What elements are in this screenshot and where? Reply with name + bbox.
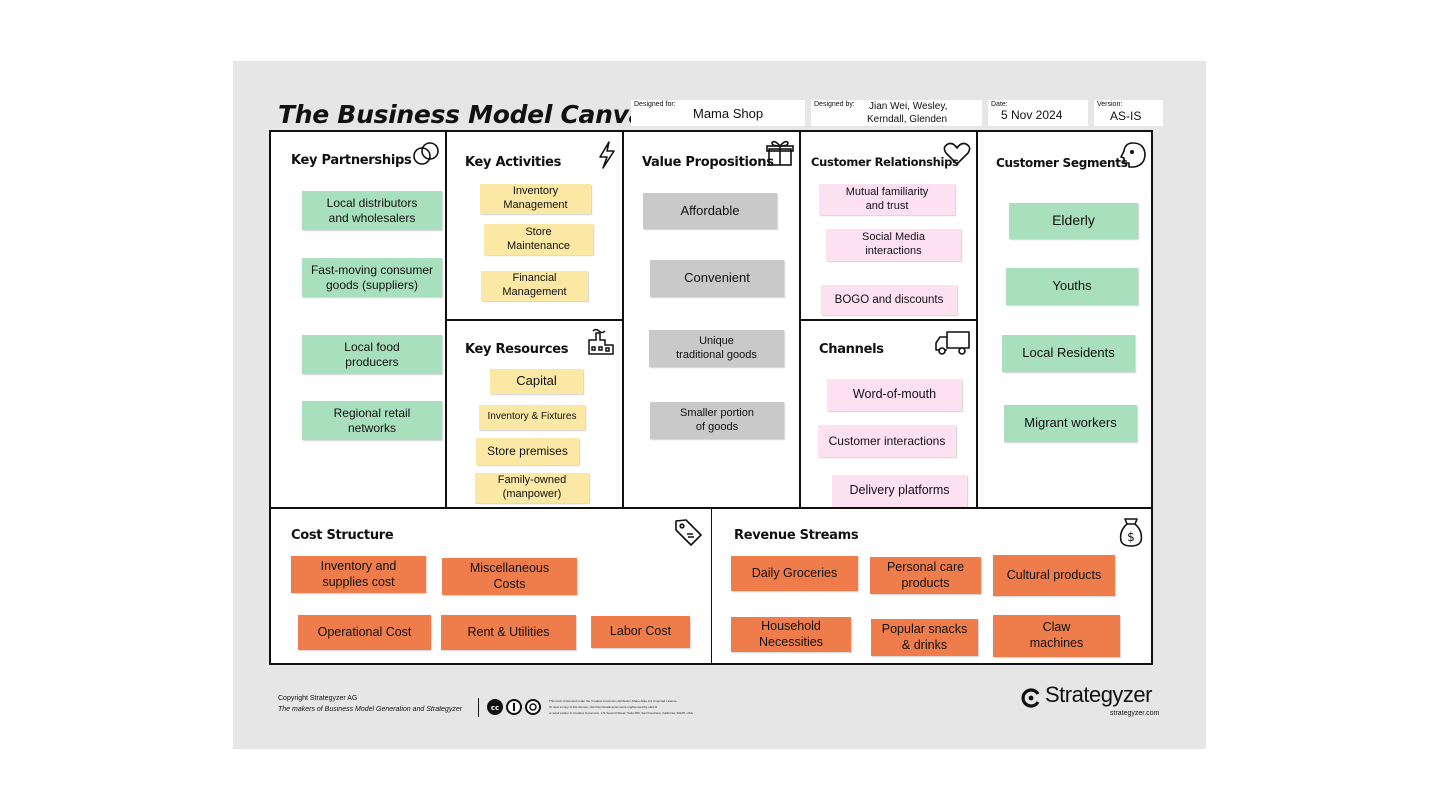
- note-key-activity[interactable]: Store Maintenance: [484, 224, 593, 255]
- note-key-partnership[interactable]: Regional retail networks: [302, 401, 442, 440]
- license-line-1: This work is licensed under the Creative…: [549, 699, 678, 703]
- note-revenue[interactable]: Daily Groceries: [731, 556, 858, 591]
- block-key-resources: Key Resources: [447, 321, 624, 509]
- brand-name: Strategyzer: [1045, 682, 1153, 707]
- designed-by-field[interactable]: Designed by: Jian Wei, Wesley, Kerndall,…: [811, 100, 982, 126]
- note-revenue[interactable]: Household Necessities: [731, 617, 851, 652]
- note-revenue[interactable]: Claw machines: [993, 615, 1120, 657]
- block-key-activities: Key Activities: [447, 132, 624, 321]
- note-channel[interactable]: Customer interactions: [818, 425, 956, 457]
- block-key-partnerships: Key Partnerships: [271, 132, 447, 509]
- note-key-partnership[interactable]: Fast-moving consumer goods (suppliers): [302, 258, 442, 297]
- date-field[interactable]: Date: 5 Nov 2024: [988, 100, 1088, 126]
- note-cost[interactable]: Labor Cost: [591, 616, 690, 648]
- note-customer-relationship[interactable]: BOGO and discounts: [821, 285, 957, 315]
- designed-for-label: Designed for:: [634, 101, 676, 108]
- note-value-proposition[interactable]: Unique traditional goods: [649, 330, 784, 367]
- price-tag-icon: [675, 519, 702, 546]
- key-partnerships-title: Key Partnerships: [291, 153, 412, 168]
- revenue-streams-title: Revenue Streams: [734, 528, 859, 543]
- version-label: Version:: [1097, 101, 1123, 108]
- date-label: Date:: [991, 101, 1008, 108]
- copyright-text: Copyright Strategyzer AG: [278, 695, 358, 702]
- note-customer-relationship[interactable]: Social Media interactions: [826, 229, 961, 261]
- designed-by-line1: Jian Wei, Wesley,: [869, 101, 948, 112]
- version-value: AS-IS: [1110, 109, 1142, 123]
- channels-title: Channels: [819, 342, 884, 357]
- designed-for-value: Mama Shop: [693, 106, 764, 121]
- factory-icon: [588, 328, 614, 355]
- block-revenue-streams: Revenue Streams $: [712, 509, 1151, 663]
- note-revenue[interactable]: Personal care products: [870, 557, 981, 594]
- note-value-proposition[interactable]: Convenient: [650, 260, 784, 297]
- customer-relationships-title: Customer Relationships: [811, 155, 959, 169]
- designed-for-field[interactable]: Designed for: Mama Shop: [631, 100, 805, 126]
- link-icon: [413, 142, 439, 165]
- note-customer-relationship[interactable]: Mutual familiarity and trust: [819, 184, 955, 215]
- note-revenue[interactable]: Cultural products: [993, 555, 1115, 596]
- key-resources-title: Key Resources: [465, 342, 569, 357]
- note-key-resource[interactable]: Inventory & Fixtures: [479, 405, 585, 430]
- note-value-proposition[interactable]: Smaller portion of goods: [650, 402, 784, 439]
- face-icon: [1120, 142, 1146, 168]
- note-key-resource[interactable]: Family-owned (manpower): [475, 473, 589, 503]
- version-field[interactable]: Version: AS-IS: [1094, 100, 1163, 126]
- note-cost[interactable]: Miscellaneous Costs: [442, 558, 577, 595]
- block-cost-structure: Cost Structure: [271, 509, 712, 663]
- note-key-activity[interactable]: Inventory Management: [480, 184, 591, 214]
- strategyzer-logo-icon: [1021, 688, 1040, 708]
- note-revenue[interactable]: Popular snacks & drinks: [871, 619, 978, 656]
- block-customer-segments: Customer Segments: [978, 132, 1151, 509]
- customer-segments-title: Customer Segments: [996, 156, 1128, 170]
- note-customer-segment[interactable]: Migrant workers: [1004, 405, 1137, 442]
- designed-by-line2: Kerndall, Glenden: [867, 114, 948, 125]
- svg-text:$: $: [1127, 530, 1135, 544]
- note-key-partnership[interactable]: Local food producers: [302, 335, 442, 374]
- block-customer-relationships: Customer Relationships: [801, 132, 978, 321]
- note-channel[interactable]: Delivery platforms: [832, 475, 967, 507]
- money-bag-icon: $: [1119, 518, 1143, 547]
- brand-url[interactable]: strategyzer.com: [1110, 710, 1160, 717]
- note-value-proposition[interactable]: Affordable: [643, 193, 777, 229]
- note-customer-segment[interactable]: Local Residents: [1002, 335, 1135, 372]
- key-activities-title: Key Activities: [465, 155, 562, 170]
- svg-text:cc: cc: [491, 704, 499, 712]
- block-channels: Channels: [801, 321, 978, 509]
- note-key-activity[interactable]: Financial Management: [481, 271, 588, 301]
- note-channel[interactable]: Word-of-mouth: [827, 379, 962, 411]
- note-key-resource[interactable]: Capital: [490, 369, 583, 394]
- note-cost[interactable]: Inventory and supplies cost: [291, 556, 426, 593]
- date-value: 5 Nov 2024: [1001, 108, 1063, 122]
- footer-divider: [478, 698, 479, 717]
- value-propositions-title: Value Propositions: [642, 155, 774, 170]
- gift-icon: [766, 140, 794, 166]
- note-cost[interactable]: Rent & Utilities: [441, 615, 576, 650]
- note-key-resource[interactable]: Store premises: [476, 438, 579, 465]
- makers-text: The makers of Business Model Generation …: [278, 706, 463, 713]
- page-title: The Business Model Canvas: [278, 100, 660, 129]
- cost-structure-title: Cost Structure: [291, 528, 394, 543]
- heart-icon: [943, 142, 971, 165]
- lightning-icon: [599, 141, 615, 169]
- truck-icon: [935, 331, 970, 355]
- note-cost[interactable]: Operational Cost: [298, 615, 431, 650]
- license-line-3: or send a letter to Creative Commons, 17…: [549, 711, 694, 715]
- note-customer-segment[interactable]: Youths: [1006, 268, 1138, 305]
- creative-commons-icon[interactable]: cc: [486, 698, 544, 716]
- designed-by-label: Designed by:: [814, 101, 855, 108]
- note-key-partnership[interactable]: Local distributors and wholesalers: [302, 191, 442, 230]
- block-value-propositions: Value Propositions: [624, 132, 801, 509]
- note-customer-segment[interactable]: Elderly: [1009, 203, 1138, 239]
- license-line-2[interactable]: To view a copy of this license, visit ht…: [549, 705, 658, 709]
